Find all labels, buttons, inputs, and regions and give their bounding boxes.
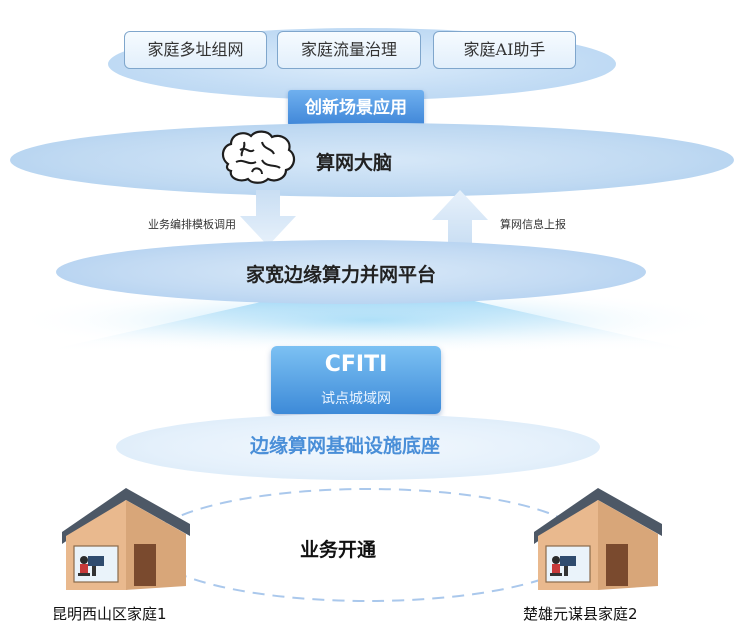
info-report-label: 算网信息上报 xyxy=(500,218,566,231)
infrastructure-ellipse xyxy=(116,414,600,480)
app-chip-traffic-governance[interactable]: 家庭流量治理 xyxy=(277,31,421,69)
infrastructure-label: 边缘算网基础设施底座 xyxy=(250,435,441,457)
cfiti-title: CFITI xyxy=(324,352,388,377)
home-label-chuxiong: 楚雄元谋县家庭2 xyxy=(523,605,638,623)
service-activation-label: 业务开通 xyxy=(300,539,377,561)
app-chip-ai-assistant[interactable]: 家庭AI助手 xyxy=(433,31,576,69)
app-chip-multi-site-network[interactable]: 家庭多址组网 xyxy=(124,31,267,69)
scenario-banner: 创新场景应用 xyxy=(288,90,424,126)
platform-label: 家宽边缘算力并网平台 xyxy=(246,264,437,286)
template-invocation-label: 业务编排模板调用 xyxy=(148,218,236,231)
up-arrow-icon xyxy=(432,190,488,246)
brain-layer-ellipse xyxy=(10,123,734,197)
house-icon xyxy=(62,488,190,590)
cfiti-subtitle: 试点城域网 xyxy=(321,391,391,407)
cfiti-box xyxy=(271,346,441,414)
down-arrow-icon xyxy=(240,190,296,246)
brain-icon xyxy=(221,130,296,184)
brain-label: 算网大脑 xyxy=(316,152,393,174)
home-label-kunming: 昆明西山区家庭1 xyxy=(52,605,167,623)
house-icon xyxy=(534,488,662,590)
platform-layer-ellipse xyxy=(56,240,646,304)
